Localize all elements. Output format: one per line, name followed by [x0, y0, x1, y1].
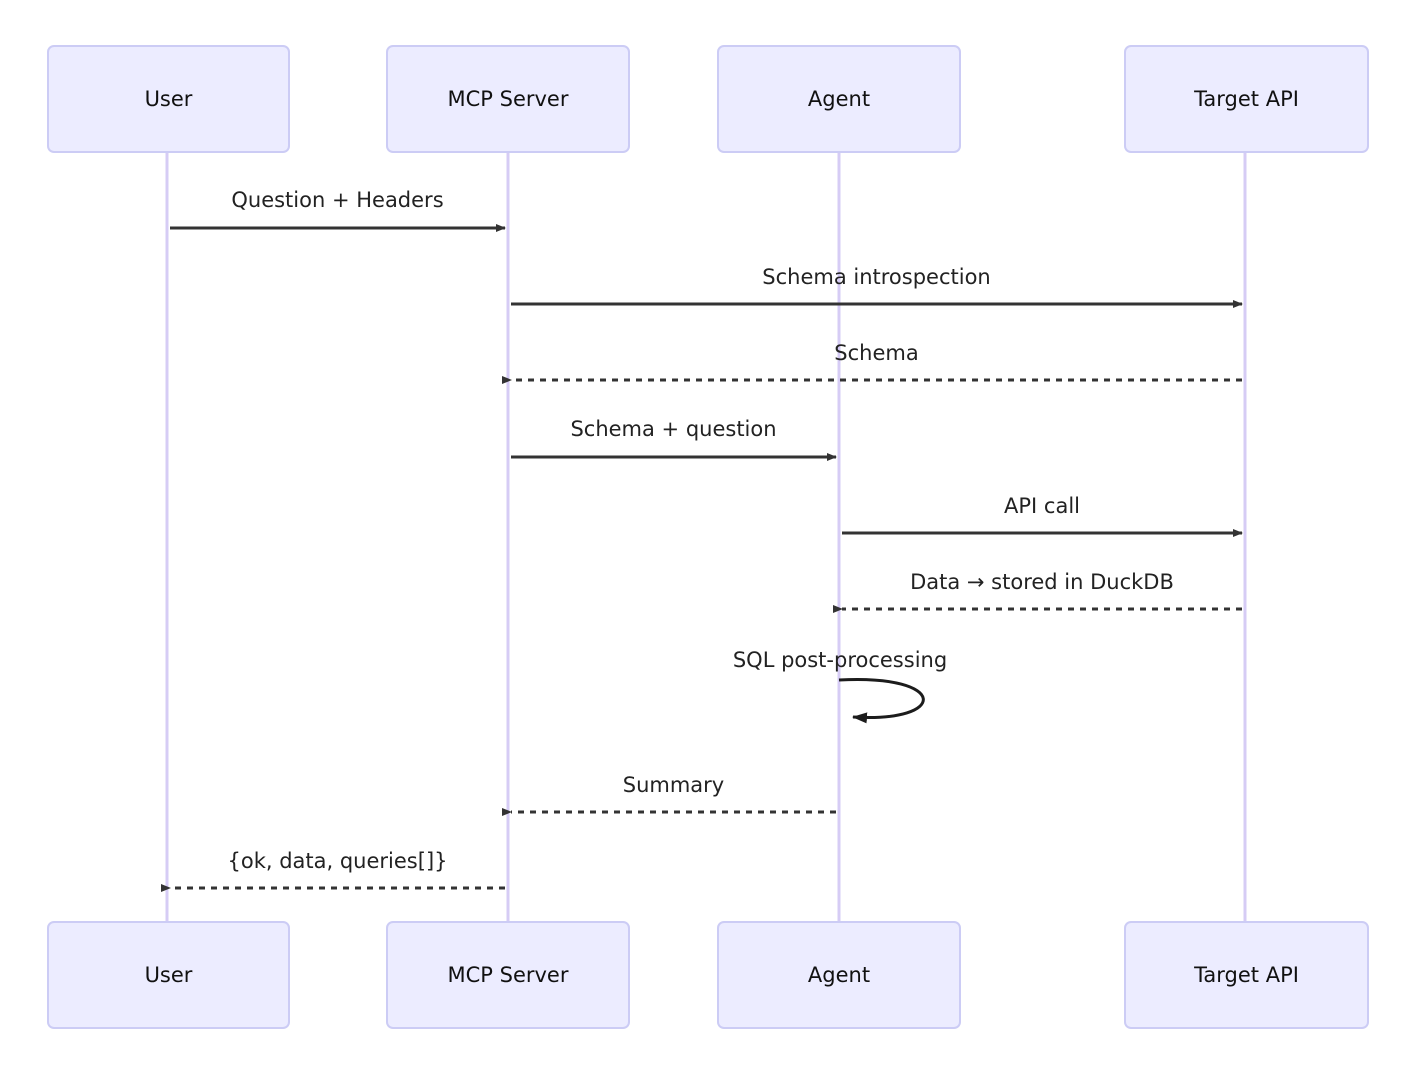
- participant-agent-bottom[interactable]: Agent: [717, 921, 961, 1029]
- participant-box-user[interactable]: [47, 921, 290, 1029]
- participant-label-user: User: [145, 963, 193, 987]
- lifelines-layer: [165, 152, 1247, 922]
- participant-user-top[interactable]: User: [47, 45, 290, 153]
- message-1-question-headers: Question + Headers: [170, 188, 506, 232]
- participant-target-api-top[interactable]: Target API: [1124, 45, 1369, 153]
- participant-mcp-server-bottom[interactable]: MCP Server: [386, 921, 630, 1029]
- message-7-sql-post-processing: SQL post-processing: [733, 648, 947, 724]
- participant-box-mcp-server[interactable]: [386, 921, 630, 1029]
- participant-target-api-bottom[interactable]: Target API: [1124, 921, 1369, 1029]
- message-label-6: Data → stored in DuckDB: [910, 570, 1174, 594]
- message-4-schema-question: Schema + question: [511, 417, 837, 461]
- participant-box-agent[interactable]: [717, 921, 961, 1029]
- message-label-7: SQL post-processing: [733, 648, 947, 672]
- message-arrow-self-loop: [838, 677, 925, 724]
- message-label-5: API call: [1004, 494, 1080, 518]
- message-label-1: Question + Headers: [231, 188, 443, 212]
- participant-label-agent: Agent: [808, 963, 870, 987]
- participant-box-user[interactable]: [47, 45, 290, 153]
- message-label-4: Schema + question: [570, 417, 776, 441]
- message-9-ok-data-queries: {ok, data, queries[]}: [161, 849, 505, 892]
- message-2-schema-introspection: Schema introspection: [511, 265, 1243, 308]
- message-6-data-stored-in-duckdb: Data → stored in DuckDB: [833, 570, 1242, 613]
- participant-label-mcp-server: MCP Server: [448, 963, 569, 987]
- message-5-api-call: API call: [842, 494, 1243, 537]
- message-label-2: Schema introspection: [762, 265, 990, 289]
- participant-box-target-api[interactable]: [1124, 921, 1369, 1029]
- participant-label-target-api: Target API: [1193, 87, 1299, 111]
- participant-user-bottom[interactable]: User: [47, 921, 290, 1029]
- message-label-8: Summary: [623, 773, 724, 797]
- participant-agent-top[interactable]: Agent: [717, 45, 961, 153]
- participant-label-user: User: [145, 87, 193, 111]
- participant-label-agent: Agent: [808, 87, 870, 111]
- message-8-summary: Summary: [502, 773, 836, 816]
- message-label-9: {ok, data, queries[]}: [227, 849, 447, 873]
- participant-label-mcp-server: MCP Server: [448, 87, 569, 111]
- participant-box-target-api[interactable]: [1124, 45, 1369, 153]
- participant-box-mcp-server[interactable]: [386, 45, 630, 153]
- participant-box-agent[interactable]: [717, 45, 961, 153]
- message-label-3: Schema: [834, 341, 918, 365]
- message-3-schema: Schema: [502, 341, 1242, 384]
- participant-mcp-server-top[interactable]: MCP Server: [386, 45, 630, 153]
- participant-label-target-api: Target API: [1193, 963, 1299, 987]
